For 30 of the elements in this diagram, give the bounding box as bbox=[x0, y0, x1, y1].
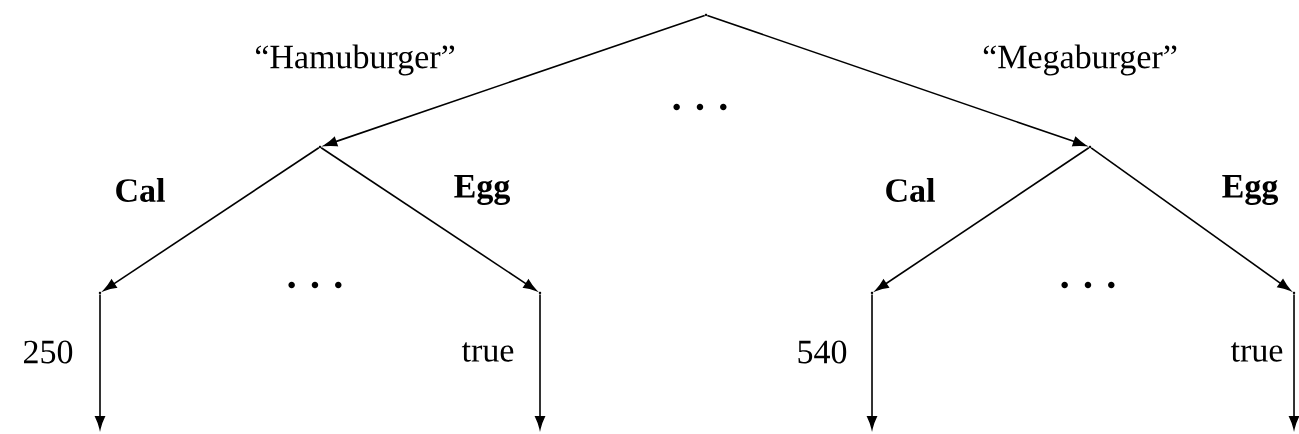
arrow bbox=[706, 14, 1087, 147]
arrow bbox=[875, 147, 1090, 292]
junction-point bbox=[1088, 145, 1092, 149]
junction-point bbox=[318, 145, 322, 149]
junction-point bbox=[1292, 291, 1296, 295]
arrow bbox=[103, 147, 320, 292]
junction-point bbox=[704, 13, 708, 17]
ellipsis: · · · bbox=[673, 103, 727, 111]
arrow bbox=[320, 147, 537, 292]
edge-label: true bbox=[1230, 342, 1283, 362]
arrow bbox=[867, 293, 877, 430]
edge-label: Cal bbox=[886, 178, 935, 202]
edge-label: 540 bbox=[798, 340, 847, 364]
ellipsis: · · · bbox=[1061, 281, 1115, 289]
junction-point bbox=[538, 291, 542, 295]
edge-label: true bbox=[461, 342, 514, 362]
edge-label: Egg bbox=[454, 175, 510, 205]
edge-label: “Hamuburger” bbox=[255, 44, 455, 76]
arrow bbox=[1090, 147, 1291, 291]
edge-label: Cal bbox=[116, 178, 165, 202]
junction-point bbox=[870, 291, 874, 295]
edge-label: “Megaburger” bbox=[983, 44, 1177, 76]
arrow bbox=[95, 293, 105, 430]
edge-label: Egg bbox=[1222, 175, 1278, 205]
ellipsis: · · · bbox=[288, 281, 342, 289]
edge-label: 250 bbox=[24, 340, 73, 364]
arrow bbox=[323, 14, 706, 147]
arrow bbox=[535, 293, 545, 430]
arrow bbox=[1289, 293, 1299, 430]
junction-point bbox=[98, 291, 102, 295]
